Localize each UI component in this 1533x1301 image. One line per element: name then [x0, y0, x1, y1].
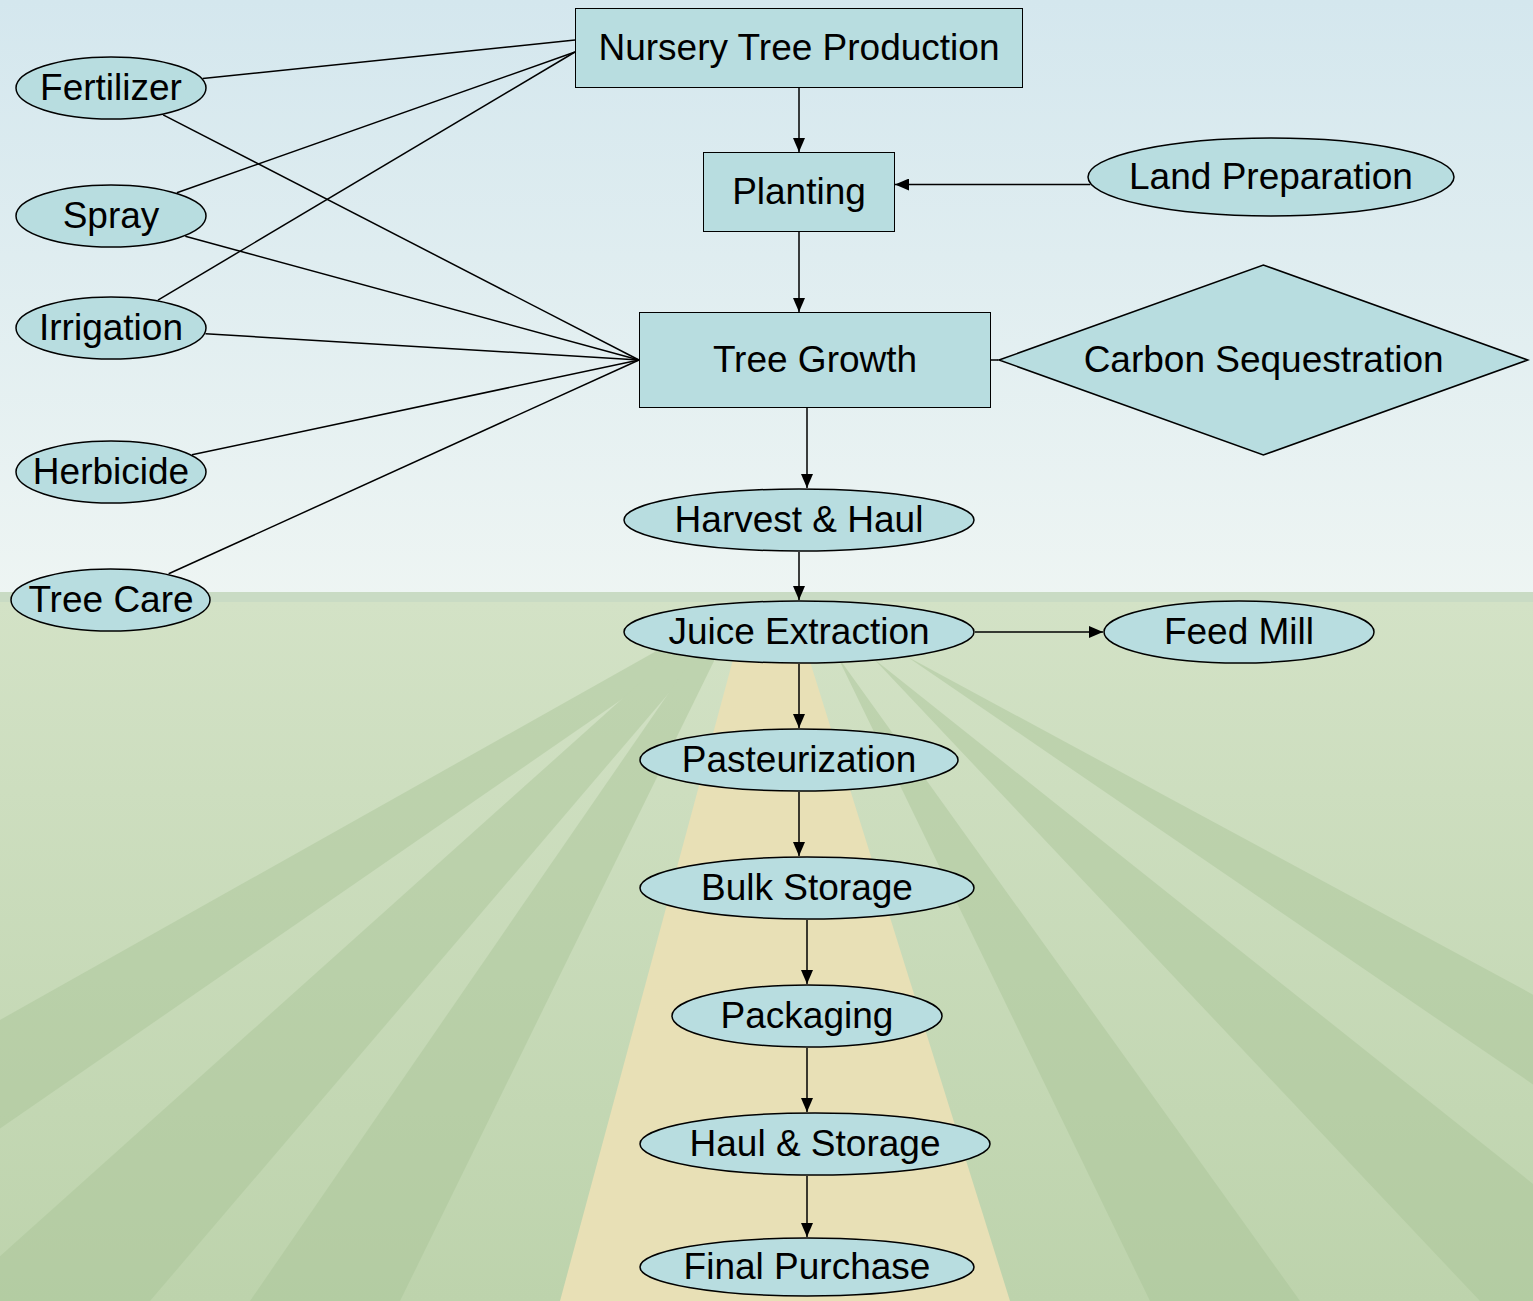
output-diamond: Carbon Sequestration	[998, 264, 1529, 456]
node-label: Irrigation	[39, 307, 183, 350]
connector-line	[192, 360, 639, 455]
dirt-road	[560, 604, 1010, 1301]
node-label: Bulk Storage	[701, 867, 913, 910]
input-ellipse: Tree Care	[10, 568, 211, 632]
connector-line	[163, 115, 639, 360]
node-label: Tree Care	[28, 579, 193, 622]
node-label: Land Preparation	[1129, 156, 1413, 199]
node-label: Packaging	[721, 995, 894, 1038]
flow-arrow	[806, 1048, 808, 1112]
input-ellipse: Harvest & Haul	[623, 488, 975, 552]
node-label: Juice Extraction	[668, 611, 929, 654]
input-ellipse: Juice Extraction	[623, 600, 975, 664]
node-label: Nursery Tree Production	[598, 27, 999, 70]
process-box: Tree Growth	[639, 312, 991, 408]
sky	[0, 0, 1533, 602]
node-label: Pasteurization	[682, 739, 916, 782]
process-box: Nursery Tree Production	[575, 8, 1023, 88]
connector-line	[177, 52, 575, 193]
input-ellipse: Packaging	[671, 984, 943, 1048]
input-ellipse: Pasteurization	[639, 728, 959, 792]
connector-line	[185, 236, 639, 360]
flow-arrow	[806, 920, 808, 984]
tree-rows	[0, 604, 1533, 1301]
node-label: Feed Mill	[1164, 611, 1314, 654]
node-label: Carbon Sequestration	[1084, 339, 1444, 382]
node-label: Final Purchase	[684, 1246, 931, 1289]
flow-arrow	[798, 552, 800, 600]
flow-arrow	[975, 631, 1103, 633]
input-ellipse: Land Preparation	[1087, 137, 1455, 217]
node-label: Tree Growth	[713, 339, 917, 382]
input-ellipse: Fertilizer	[15, 56, 207, 120]
node-label: Harvest & Haul	[675, 499, 924, 542]
input-ellipse: Final Purchase	[639, 1237, 975, 1297]
flow-arrow	[798, 792, 800, 856]
node-label: Haul & Storage	[690, 1123, 941, 1166]
input-ellipse: Bulk Storage	[639, 856, 975, 920]
flow-arrow	[798, 232, 800, 312]
node-label: Herbicide	[33, 451, 189, 494]
flow-arrow	[798, 88, 800, 152]
connector-line	[205, 334, 639, 360]
input-ellipse: Haul & Storage	[639, 1112, 991, 1176]
input-ellipse: Feed Mill	[1103, 600, 1375, 664]
flow-arrow	[806, 408, 808, 488]
connector-line	[158, 52, 575, 300]
flow-arrow	[798, 664, 800, 728]
input-ellipse: Irrigation	[15, 296, 207, 360]
flow-arrow	[895, 184, 1090, 186]
connector-line	[203, 40, 575, 79]
flow-arrow	[806, 1176, 808, 1237]
process-box: Planting	[703, 152, 895, 232]
input-ellipse: Herbicide	[15, 440, 207, 504]
node-label: Fertilizer	[40, 67, 182, 110]
node-label: Spray	[63, 195, 160, 238]
connector-line	[169, 360, 639, 574]
node-label: Planting	[732, 171, 866, 214]
input-ellipse: Spray	[15, 184, 207, 248]
